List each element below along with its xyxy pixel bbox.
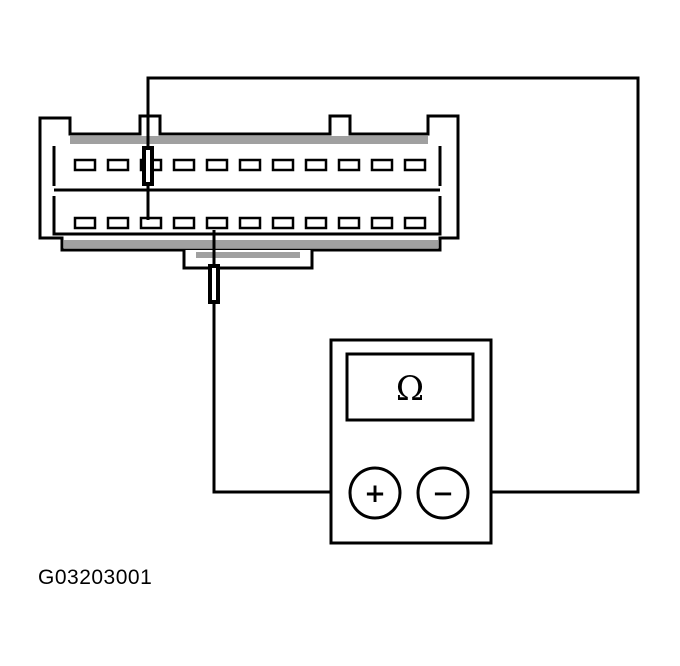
terminal: [238, 158, 262, 172]
probe-positive-lead: [212, 304, 350, 494]
connector-shade-bottom: [64, 240, 438, 248]
terminal: [370, 216, 394, 230]
probe-negative-tip-highlight: [146, 150, 150, 182]
terminal-row-top: [73, 158, 427, 172]
negative-terminal: [416, 466, 470, 520]
terminal: [271, 216, 295, 230]
terminal: [172, 158, 196, 172]
connector-shade-top: [70, 136, 428, 144]
terminal: [304, 158, 328, 172]
terminal: [106, 158, 130, 172]
negative-terminal-label: −: [432, 479, 454, 509]
terminal: [205, 216, 229, 230]
terminal: [106, 216, 130, 230]
terminal: [73, 158, 97, 172]
connector-latch-shade: [196, 252, 300, 258]
ohmmeter: Ω + −: [329, 338, 493, 545]
terminal: [139, 216, 163, 230]
terminal: [238, 216, 262, 230]
terminal: [370, 158, 394, 172]
probe-positive: [208, 230, 350, 494]
terminal: [205, 158, 229, 172]
terminal: [403, 158, 427, 172]
terminal: [172, 216, 196, 230]
terminal: [337, 158, 361, 172]
positive-terminal: [348, 466, 402, 520]
terminal: [337, 216, 361, 230]
connector-inner-bottom: [52, 196, 442, 236]
terminal: [304, 216, 328, 230]
terminal: [403, 216, 427, 230]
figure-code: G03203001: [38, 566, 153, 589]
ohm-symbol: Ω: [396, 369, 424, 409]
ohmmeter-display: [345, 352, 475, 422]
connector-inner-top: [52, 146, 442, 186]
probe-positive-tip-highlight: [212, 268, 216, 300]
terminal: [73, 216, 97, 230]
probe-negative: [142, 76, 640, 494]
terminal-row-bottom: [73, 216, 427, 230]
probe-negative-lead: [146, 76, 640, 494]
terminal: [271, 158, 295, 172]
positive-terminal-label: +: [364, 479, 386, 509]
connector: [38, 114, 460, 270]
